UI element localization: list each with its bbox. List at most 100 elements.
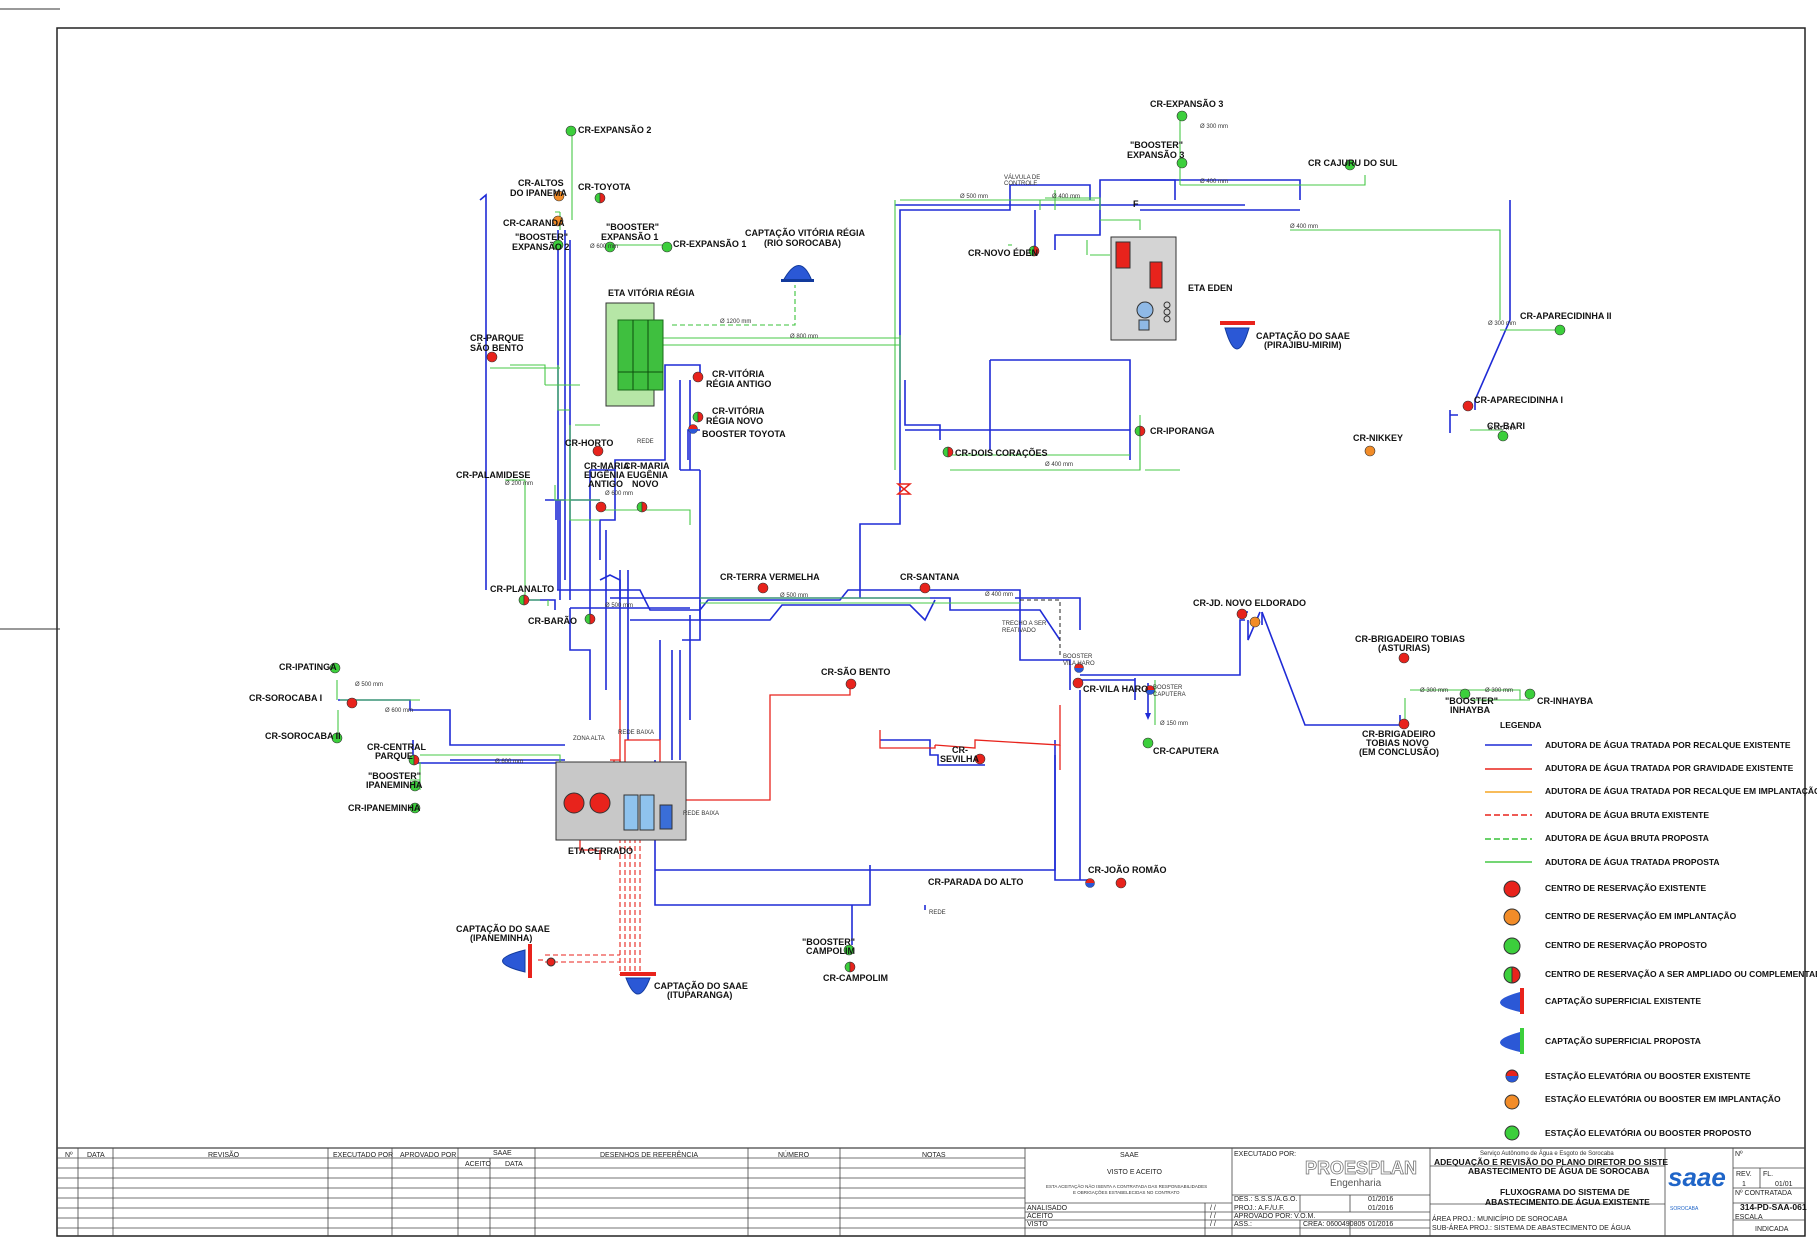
label-sorocaba1: CR-SOROCABA I [249, 693, 322, 703]
reservoir-node [1072, 677, 1084, 689]
tb-col-aprovado: APROVADO POR [400, 1152, 456, 1159]
label-capt-pirajibu-1: CAPTAÇÃO DO SAAE [1256, 331, 1350, 341]
label-maria-novo-2: EUGÊNIA [627, 469, 669, 480]
legend-item: ADUTORA DE ÁGUA TRATADA POR GRAVIDADE EX… [1545, 763, 1794, 773]
tb-col-data2: DATA [505, 1161, 523, 1168]
label-terra-vermelha: CR-TERRA VERMELHA [720, 572, 820, 582]
reservoir-node [592, 445, 604, 457]
label-central-2: PARQUE [375, 751, 413, 761]
label-palmeiras: CR-PALAMIDESE [456, 470, 530, 480]
label-eta-eden: ETA EDEN [1188, 283, 1233, 293]
tb-proj: PROJ.: A.F./U.F. [1234, 1205, 1285, 1212]
tb-subarea: SUB-ÁREA PROJ.: SISTEMA DE ABASTECIMENTO… [1432, 1223, 1631, 1232]
label-maria-antigo-3: ANTIGO [588, 479, 623, 489]
pipe-tag: Ø 600 mm [385, 708, 413, 714]
label-ipatinga: CR-IPATINGA [279, 662, 337, 672]
reservoir-node [518, 594, 525, 606]
label-booster-ipan-2: IPANEMINHA [366, 780, 423, 790]
reservoir-node [661, 241, 673, 253]
tb-ass: ASS.: [1234, 1221, 1252, 1228]
legend-item: CENTRO DE RESERVAÇÃO EXISTENTE [1545, 883, 1707, 893]
tb-saae: SAAE [1120, 1152, 1139, 1159]
reservoir-node [947, 446, 954, 458]
label-vitoria-novo-1: CR-VITÓRIA [712, 405, 765, 416]
label-vitoria-antigo-2: RÉGIA ANTIGO [706, 379, 771, 389]
label-booster-inhayba-2: INHAYBA [1450, 705, 1491, 715]
pipe-annotations: Ø 600 mm Ø 1200 mm Ø 800 mm Ø 500 mm Ø 4… [355, 124, 1516, 765]
label-booster-exp1-1: "BOOSTER" [606, 222, 659, 232]
label-booster-haro-2: VILA HARO [1063, 661, 1095, 667]
reservoir-node [692, 411, 699, 423]
tb-logo-sub: SOROCABA [1670, 1206, 1699, 1212]
pipe-tag: Ø 600 mm [605, 491, 633, 497]
logo-box [1668, 1152, 1730, 1212]
label-capt-itup-1: CAPTAÇÃO DO SAAE [654, 981, 748, 991]
tb-date1: 01/2016 [1368, 1196, 1393, 1203]
reservoir-node [584, 613, 591, 625]
tb-aceito: ACEITO [1027, 1213, 1053, 1220]
label-horto: CR-HORTO [565, 438, 613, 448]
legend-booster-proposed [1504, 1125, 1520, 1141]
tb-fl-label: FL. [1763, 1171, 1773, 1178]
reservoir-node [1142, 737, 1154, 749]
captacao-pirajibu-icon [1220, 321, 1255, 350]
tb-analisado: ANALISADO [1027, 1205, 1068, 1212]
pipe-tag: Ø 300 mm [1200, 124, 1228, 130]
label-expansao3: CR-EXPANSÃO 3 [1150, 99, 1223, 109]
reservoir-node [1033, 245, 1040, 257]
label-joao-romao: CR-JOÃO ROMÃO [1088, 865, 1167, 875]
tb-col-saae: SAAE [493, 1150, 512, 1157]
label-cajuru: CR CAJURU DO SUL [1308, 158, 1398, 168]
reservoir-node [1524, 688, 1536, 700]
booster-node [688, 429, 698, 434]
tb-visto-note1: ESTA ACEITAÇÃO NÃO ISENTA A CONTRATADA D… [1046, 1183, 1207, 1189]
reservoir-node [1236, 608, 1248, 620]
label-trecho-1: TRECHO A SER [1002, 621, 1047, 627]
reservoir-node [1364, 445, 1376, 457]
tb-rev-val: 1 [1742, 1181, 1746, 1188]
label-capt-ipan-2: (IPANEMINHA) [470, 933, 532, 943]
tb-company-sub: Engenharia [1330, 1178, 1382, 1189]
title-block-text: Nº DATA REVISÃO EXECUTADO POR APROVADO P… [65, 1150, 1807, 1233]
pipe-tag: Ø 400 mm [1045, 462, 1073, 468]
legend-booster-implant [1504, 1094, 1520, 1110]
tb-date-blank: / / [1210, 1205, 1216, 1212]
pipe-tag: Ø 400 mm [1200, 179, 1228, 185]
label-aparecidinha2: CR-APARECIDINHA II [1520, 311, 1612, 321]
label-brig-ast-1: CR-BRIGADEIRO TOBIAS [1355, 634, 1465, 644]
reservoir-node [594, 192, 601, 204]
tb-org: Serviço Autônomo de Água e Esgoto de Sor… [1480, 1150, 1614, 1157]
label-booster-exp1-2: EXPANSÃO 1 [601, 232, 658, 242]
legend-circle-proposed [1503, 937, 1521, 955]
reservoir-node [849, 961, 856, 973]
label-booster-campolim-2: CAMPOLIM [806, 946, 855, 956]
tb-fl-val: 01/01 [1775, 1181, 1793, 1188]
title-block [57, 1147, 1805, 1236]
tb-crea: CREA: 0600490805 [1303, 1221, 1365, 1228]
legend-item: CENTRO DE RESERVAÇÃO EM IMPLANTAÇÃO [1545, 911, 1737, 921]
label-booster-toyota: BOOSTER TOYOTA [702, 429, 786, 439]
eta-eden [1110, 236, 1177, 341]
label-bari: CR-BARI [1487, 421, 1525, 431]
captacao-itupararanga-icon [620, 972, 656, 995]
label-novo-eden: CR-NOVO ÉDEN [968, 248, 1038, 258]
label-sorocaba2: CR-SOROCABA II [265, 731, 341, 741]
pipe-tag: Ø 500 mm [355, 682, 383, 688]
reservoir-node [919, 582, 931, 594]
reservoir-node [1249, 616, 1261, 628]
label-caranda: CR-CARANDÁ [503, 218, 565, 228]
reservoir-node [692, 371, 704, 383]
reservoir-node [552, 215, 564, 227]
reservoir-node [599, 192, 606, 204]
tb-visto: VISTO E ACEITO [1107, 1169, 1163, 1176]
label-capt-vitoria-1: CAPTAÇÃO VITÓRIA RÉGIA [745, 227, 866, 238]
pipe-tag: Ø 500 mm [605, 603, 633, 609]
pipe-tag: Ø 200 mm [1488, 426, 1516, 432]
tb-col-numero: NÚMERO [778, 1150, 810, 1159]
pipe-tag: Ø 400 mm [1290, 224, 1318, 230]
pipe-tag: Ø 200 mm [505, 481, 533, 487]
label-santana: CR-SANTANA [900, 572, 960, 582]
reservoir-node [1344, 159, 1356, 171]
tb-col-data: DATA [87, 1152, 105, 1159]
reservoir-node [942, 446, 949, 458]
